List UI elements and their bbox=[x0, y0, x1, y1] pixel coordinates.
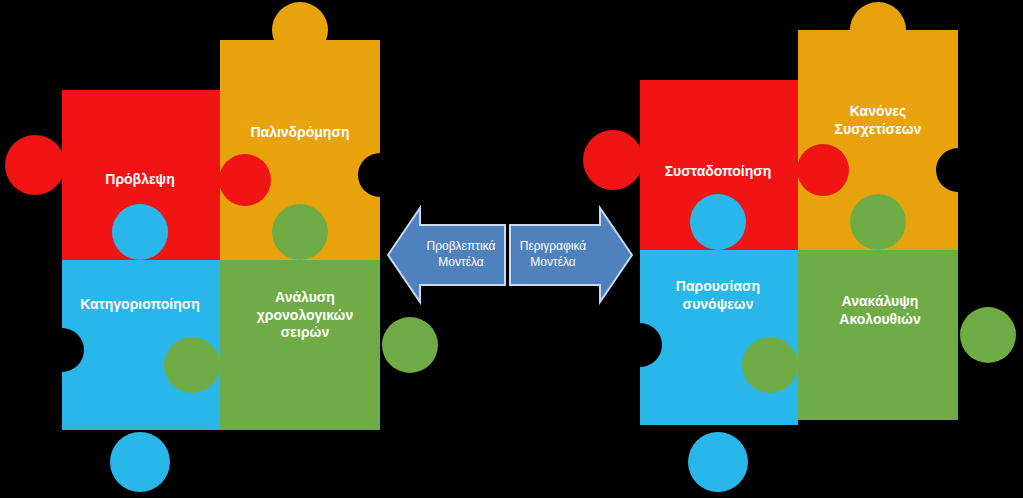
piece-notch bbox=[40, 328, 84, 372]
piece-tab bbox=[272, 204, 328, 260]
piece-tab bbox=[164, 337, 220, 393]
piece-tab bbox=[112, 204, 168, 260]
piece-body bbox=[62, 260, 220, 430]
arrow-label: Προβλεπτικά Μοντέλα bbox=[420, 239, 502, 270]
arrow-polygon bbox=[510, 208, 632, 302]
piece-label: Πρόβλεψη bbox=[70, 171, 210, 189]
text-holder: Προβλεπτικά Μοντέλα bbox=[420, 239, 502, 270]
piece-body bbox=[798, 250, 958, 420]
piece-tab bbox=[850, 194, 906, 250]
piece-tab bbox=[960, 307, 1016, 363]
piece-tab bbox=[219, 154, 271, 206]
piece-body bbox=[220, 260, 380, 430]
piece-tab bbox=[110, 432, 170, 492]
piece-body bbox=[220, 40, 380, 260]
piece-body bbox=[62, 90, 220, 260]
piece-tab bbox=[742, 337, 798, 393]
piece-label: Ανάλυση χρονολογικών σειρών bbox=[235, 289, 375, 342]
piece-tab bbox=[797, 144, 849, 196]
puzzle-piece: Ανακάλυψη Ακολουθιών bbox=[798, 250, 958, 420]
text-holder: Πρόβλεψη bbox=[70, 171, 210, 189]
piece-tab bbox=[382, 317, 438, 373]
text-holder: Συσταδοποίηση bbox=[648, 163, 788, 181]
piece-tab bbox=[5, 135, 65, 195]
text-holder: Παλινδρόμηση bbox=[225, 124, 375, 142]
piece-outline bbox=[798, 250, 958, 420]
piece-label: Παρουσίαση συνόψεων bbox=[658, 278, 778, 313]
piece-outline bbox=[220, 260, 380, 430]
piece-body bbox=[640, 250, 798, 425]
piece-tab bbox=[272, 2, 328, 58]
text-holder: Κατηγοριοποίηση bbox=[65, 296, 215, 314]
text-holder: Ανακάλυψη Ακολουθιών bbox=[810, 293, 950, 328]
piece-notch bbox=[618, 323, 662, 367]
piece-tab bbox=[850, 2, 906, 58]
piece-label: Κατηγοριοποίηση bbox=[65, 296, 215, 314]
text-holder: Παρουσίαση συνόψεων bbox=[658, 278, 778, 313]
piece-body bbox=[640, 80, 798, 250]
piece-label: Παλινδρόμηση bbox=[225, 124, 375, 142]
piece-notch bbox=[936, 148, 980, 192]
piece-notch bbox=[358, 153, 402, 197]
arrow-shape: Προβλεπτικά Μοντέλα bbox=[388, 208, 505, 302]
piece-label: Ανακάλυψη Ακολουθιών bbox=[810, 293, 950, 328]
piece-body bbox=[798, 30, 958, 250]
puzzle-piece: Ανάλυση χρονολογικών σειρών bbox=[220, 260, 380, 430]
piece-label: Συσταδοποίηση bbox=[648, 163, 788, 181]
arrow-polygon bbox=[388, 208, 505, 302]
arrow-shape: Περιγραφικά Μοντέλα bbox=[510, 208, 632, 302]
piece-tab bbox=[583, 130, 643, 190]
text-holder: Κανόνες Συσχετίσεων bbox=[818, 103, 938, 138]
text-holder: Περιγραφικά Μοντέλα bbox=[512, 239, 594, 270]
arrow-label: Περιγραφικά Μοντέλα bbox=[512, 239, 594, 270]
piece-label: Κανόνες Συσχετίσεων bbox=[818, 103, 938, 138]
piece-tab bbox=[690, 194, 746, 250]
piece-tab bbox=[688, 432, 748, 492]
text-holder: Ανάλυση χρονολογικών σειρών bbox=[235, 289, 375, 342]
